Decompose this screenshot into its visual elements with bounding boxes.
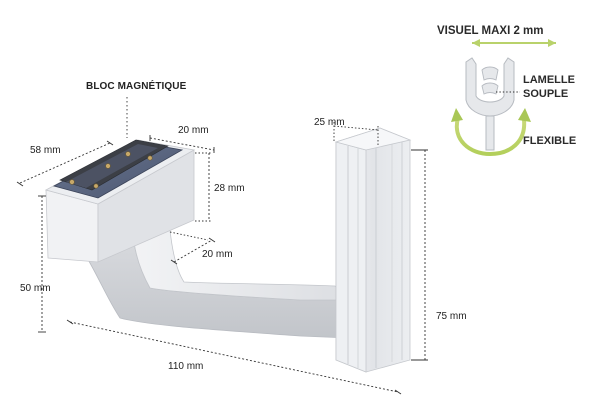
flex-caption: FLEXIBLE [523, 135, 577, 147]
dim-arm-width-line [173, 239, 213, 263]
dim-block-width-line [149, 137, 215, 151]
dim-depth-tick-b [106, 140, 114, 146]
visual-arrow-head-left [472, 39, 480, 47]
visual-arrow-head-right [548, 39, 556, 47]
dimension-lines [16, 97, 428, 395]
dim-arm-tick-a [170, 259, 178, 265]
dim-arm-tick-b [208, 237, 216, 243]
dim-arm-ext [169, 231, 209, 241]
magnet-block [44, 139, 196, 263]
magnet-block-caption: BLOC MAGNÉTIQUE [86, 81, 187, 92]
dim-clip-width-line [333, 125, 379, 131]
dim-clip-width-label: 25 mm [314, 117, 345, 128]
dim-length-label: 110 mm [168, 361, 204, 372]
clip-profile-lower-lamella [481, 82, 499, 95]
flex-detail [451, 39, 556, 157]
dim-total-height-label: 50 mm [20, 283, 51, 294]
lamella-caption: LAMELLE [523, 74, 575, 86]
dim-depth-line [19, 142, 111, 184]
flex-arc-head-right [518, 108, 531, 122]
flex-arc-head-left [451, 108, 463, 122]
dim-length-tick-b [394, 389, 402, 395]
dim-arm-width-label: 20 mm [202, 249, 233, 260]
dim-block-height-label: 28 mm [214, 183, 245, 194]
dim-block-width-label: 20 mm [178, 125, 209, 136]
dim-depth-tick-a [16, 181, 24, 187]
flexible-material-caption: SOUPLE [523, 88, 569, 100]
dim-clip-height-label: 75 mm [436, 311, 467, 322]
clip-profile-outer [465, 57, 515, 117]
clip-profile-upper-lamella [481, 66, 499, 81]
label-clip-rail [334, 127, 412, 373]
visual-max-caption: VISUEL MAXI 2 mm [437, 25, 544, 37]
flex-arc [454, 117, 527, 157]
dim-length-tick-a [66, 319, 74, 325]
dim-depth-label: 58 mm [30, 145, 61, 156]
clip-profile-stem [485, 115, 495, 151]
